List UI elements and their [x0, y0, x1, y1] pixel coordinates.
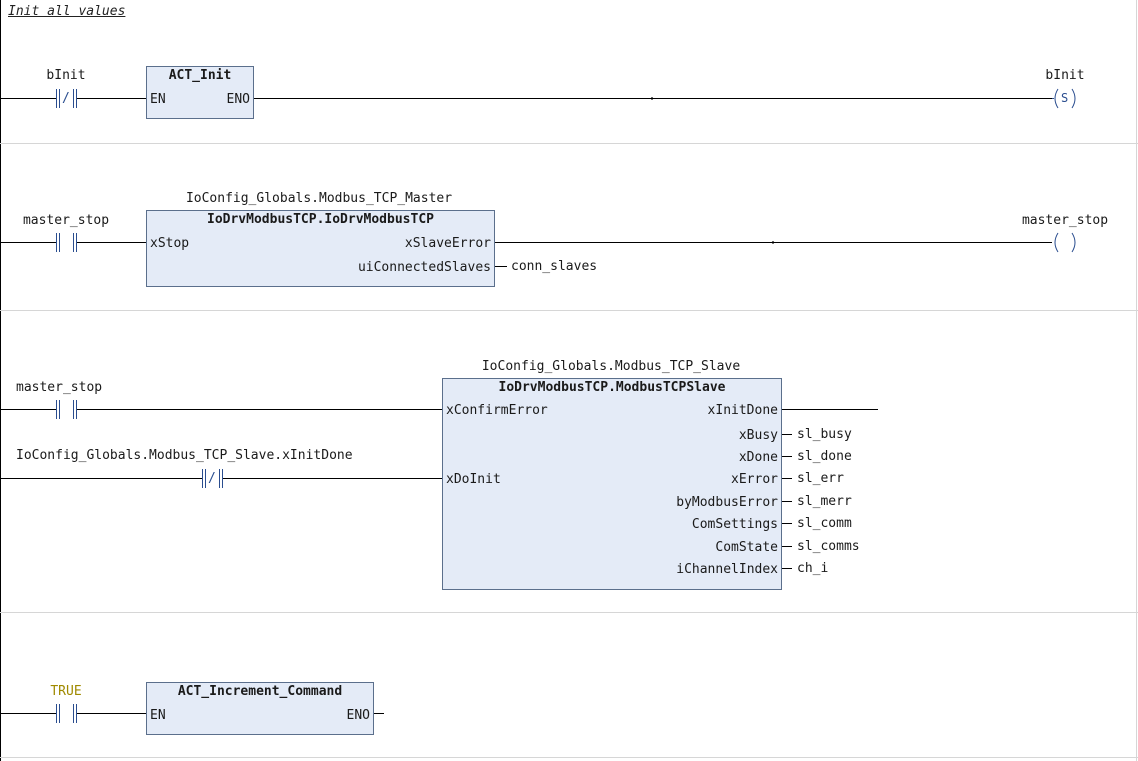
rung1-contact-symbol[interactable]: /	[62, 91, 70, 106]
rung3-pin-xdone[interactable]: xDone	[738, 450, 778, 465]
rung4-contact-shape	[56, 704, 77, 723]
rung3-pin-xerror[interactable]: xError	[731, 472, 778, 487]
rung3-var-sl-done[interactable]: sl_done	[797, 449, 852, 464]
rung3-modbus-slave-box[interactable]: IoDrvModbusTCP.ModbusTCPSlave xConfirmEr…	[442, 378, 782, 590]
rung3-contact1-shape	[56, 400, 77, 419]
rung1-wiring	[0, 88, 1076, 109]
rung2-pin-xstop[interactable]: xStop	[150, 236, 190, 251]
rung2-wiring	[0, 232, 1076, 267]
rung3-fb-type: IoDrvModbusTCP.ModbusTCPSlave	[498, 380, 726, 395]
rung2-instance-name[interactable]: IoConfig_Globals.Modbus_TCP_Master	[185, 191, 453, 206]
rung1-fb-name: ACT_Init	[168, 68, 232, 83]
rung3-var-sl-err[interactable]: sl_err	[797, 471, 844, 486]
rung4-act-increment-box[interactable]: ACT_Increment_Command EN ENO	[146, 682, 374, 735]
rung1-contact-shape	[56, 89, 77, 108]
rung2-coil-shape	[1054, 232, 1076, 253]
rung4-pin-eno[interactable]: ENO	[346, 708, 370, 723]
rung3-pin-comsettings[interactable]: ComSettings	[691, 517, 778, 532]
rung3-var-sl-comm[interactable]: sl_comm	[797, 516, 852, 531]
rung3-instance-name[interactable]: IoConfig_Globals.Modbus_TCP_Slave	[481, 359, 741, 374]
rung3-pin-xconfirmerror[interactable]: xConfirmError	[446, 403, 548, 418]
rung1-coil-variable[interactable]: bInit	[1045, 68, 1085, 83]
rung3-contact2-variable[interactable]: IoConfig_Globals.Modbus_TCP_Slave.xInitD…	[16, 448, 353, 463]
rung3-var-ch-i[interactable]: ch_i	[797, 561, 829, 576]
rung2-contact-shape	[56, 233, 77, 252]
rung1-coil-symbol[interactable]: S	[1061, 91, 1069, 105]
rung2-modbus-master-box[interactable]: IoDrvModbusTCP.IoDrvModbusTCP xStop xSla…	[146, 210, 495, 287]
rung3-pin-comstate[interactable]: ComState	[715, 540, 778, 555]
rung1-coil-shape	[1052, 88, 1076, 109]
rung3-wiring	[0, 400, 878, 569]
rung2-coil-variable[interactable]: master_stop	[1021, 213, 1109, 228]
rung2-conn-slaves-var[interactable]: conn_slaves	[511, 259, 598, 274]
rung3-pin-ichannelindex[interactable]: iChannelIndex	[676, 562, 778, 577]
rung2-pin-xslaveerror[interactable]: xSlaveError	[404, 236, 491, 251]
rung3-pin-xbusy[interactable]: xBusy	[738, 428, 778, 443]
rung3-contact2-symbol[interactable]: /	[208, 471, 216, 486]
rung3-contact1-variable[interactable]: master_stop	[16, 380, 103, 395]
rung4-fb-name: ACT_Increment_Command	[177, 684, 343, 699]
rung2-contact-variable[interactable]: master_stop	[22, 213, 110, 228]
rung3-var-sl-busy[interactable]: sl_busy	[797, 427, 852, 442]
rung1-pin-en[interactable]: EN	[150, 92, 166, 107]
rung1-comment[interactable]: Init all values	[8, 4, 126, 19]
rung3-var-sl-merr[interactable]: sl_merr	[797, 494, 852, 509]
rung1-contact-variable[interactable]: bInit	[46, 68, 86, 83]
rung1-act-init-box[interactable]: ACT_Init EN ENO	[146, 66, 254, 119]
rung3-var-sl-comms[interactable]: sl_comms	[797, 539, 860, 554]
rung4-pin-en[interactable]: EN	[150, 708, 166, 723]
rung4-contact-variable[interactable]: TRUE	[50, 684, 82, 699]
rung3-contact2-shape	[202, 469, 223, 488]
rung3-pin-xinitdone[interactable]: xInitDone	[707, 403, 778, 418]
rung4-wiring	[0, 704, 384, 723]
rung2-fb-type: IoDrvModbusTCP.IoDrvModbusTCP	[207, 212, 434, 227]
rung2-pin-uiconnectedslaves[interactable]: uiConnectedSlaves	[357, 260, 491, 275]
rung3-pin-xdoinit[interactable]: xDoInit	[446, 472, 501, 487]
rung1-pin-eno[interactable]: ENO	[226, 92, 250, 107]
rung3-pin-bymodbuserror[interactable]: byModbusError	[676, 495, 778, 510]
